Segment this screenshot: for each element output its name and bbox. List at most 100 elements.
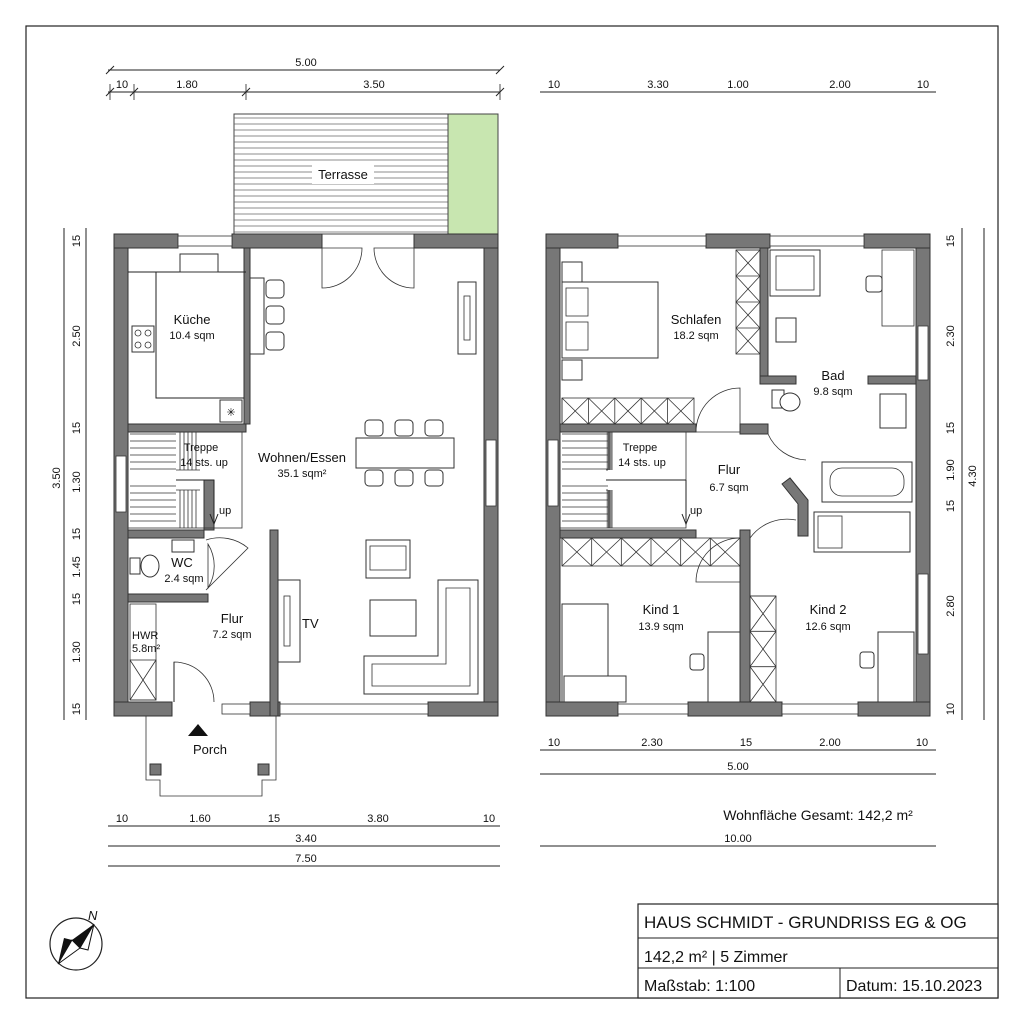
stair-up-label-og: up (690, 505, 702, 517)
svg-text:15: 15 (945, 422, 957, 434)
title-block-scale: Maßstab: 1:100 (644, 978, 755, 995)
svg-text:1.90: 1.90 (945, 459, 957, 480)
tv-label: TV (302, 616, 319, 631)
svg-text:1.00: 1.00 (727, 79, 748, 91)
svg-text:1.60: 1.60 (189, 813, 210, 825)
room-area-kueche: 10.4 sqm (169, 330, 214, 342)
svg-text:15: 15 (945, 235, 957, 247)
porch: Porch (145, 716, 277, 797)
room-name-treppe-og: Treppe (623, 442, 657, 454)
living-furniture: TV (277, 281, 479, 695)
svg-text:15: 15 (945, 500, 957, 512)
entry-door (173, 661, 215, 703)
svg-text:2.80: 2.80 (945, 595, 957, 616)
svg-text:4.30: 4.30 (967, 465, 979, 486)
room-name-wc: WC (171, 555, 193, 570)
room-area-treppe-eg: 14 sts. up (180, 457, 228, 469)
svg-text:10: 10 (945, 703, 957, 715)
title-block-summary: 142,2 m² | 5 Zimmer (644, 949, 788, 966)
svg-text:1.80: 1.80 (176, 79, 197, 91)
svg-text:1.30: 1.30 (71, 641, 83, 662)
room-name-bad: Bad (821, 368, 844, 383)
room-area-kind1: 13.9 sqm (638, 621, 683, 633)
bath-fixtures (767, 249, 915, 503)
room-area-flur-og: 6.7 sqm (709, 482, 748, 494)
svg-text:3.40: 3.40 (295, 833, 316, 845)
svg-text:2.30: 2.30 (945, 325, 957, 346)
svg-text:15: 15 (71, 528, 83, 540)
kid1-desk (707, 631, 741, 703)
svg-text:5.00: 5.00 (295, 57, 316, 69)
sofa (363, 579, 479, 695)
wc-fixtures (129, 537, 249, 591)
hwr-fixtures (129, 603, 157, 701)
sideboard (457, 281, 477, 355)
room-name-schlafen: Schlafen (671, 312, 722, 327)
sheet-frame (25, 25, 999, 999)
svg-text:10: 10 (483, 813, 495, 825)
room-name-kind1: Kind 1 (643, 602, 680, 617)
wc-sink-icon (171, 539, 195, 553)
porch-label: Porch (193, 742, 227, 757)
title-block: HAUS SCHMIDT - GRUNDRISS EG & OG 142,2 m… (637, 903, 999, 999)
toilet-icon (779, 392, 801, 412)
svg-text:1.45: 1.45 (71, 556, 83, 577)
room-name-flur-og: Flur (718, 462, 741, 477)
north-arrow-icon: N (49, 908, 103, 971)
svg-text:10: 10 (548, 737, 560, 749)
svg-text:10: 10 (548, 79, 560, 91)
sink-icon (179, 253, 219, 273)
svg-text:15: 15 (71, 593, 83, 605)
tv-console (277, 579, 301, 663)
room-name-kind2: Kind 2 (810, 602, 847, 617)
double-bed (561, 281, 659, 359)
svg-text:3.30: 3.30 (647, 79, 668, 91)
kid2-furniture (749, 511, 915, 703)
svg-text:1.30: 1.30 (71, 471, 83, 492)
room-name-hwr: HWR (132, 630, 158, 642)
room-area-bad: 9.8 sqm (813, 386, 852, 398)
room-name-kueche: Küche (174, 312, 211, 327)
svg-text:2.00: 2.00 (829, 79, 850, 91)
svg-text:5.00: 5.00 (727, 761, 748, 773)
svg-text:7.50: 7.50 (295, 853, 316, 865)
ground-floor-dimensions: 5.00 10 1.80 3.50 3.50 15 2.50 15 1.30 1… (51, 57, 505, 867)
room-area-wohnen: 35.1 sqm² (278, 468, 327, 480)
svg-text:3.80: 3.80 (367, 813, 388, 825)
lawn-area (447, 113, 499, 235)
terrace-door (321, 247, 415, 289)
room-area-kind2: 12.6 sqm (805, 621, 850, 633)
shower-icon (769, 249, 821, 297)
terrace: Terrasse (233, 113, 499, 235)
room-name-treppe-eg: Treppe (184, 442, 218, 454)
svg-text:10: 10 (916, 737, 928, 749)
ground-floor-plan: Terrasse (51, 57, 505, 867)
fridge-icon (219, 399, 243, 423)
svg-text:15: 15 (740, 737, 752, 749)
svg-text:3.50: 3.50 (51, 467, 63, 488)
svg-text:✳: ✳ (226, 407, 235, 419)
upper-floor-walls (545, 233, 931, 717)
svg-text:10: 10 (116, 79, 128, 91)
kid1-furniture (561, 537, 741, 703)
ground-floor-walls (113, 233, 499, 717)
svg-text:15: 15 (268, 813, 280, 825)
svg-text:15: 15 (71, 235, 83, 247)
room-name-flur-eg: Flur (221, 611, 244, 626)
room-area-treppe-og: 14 sts. up (618, 457, 666, 469)
north-label: N (88, 908, 98, 923)
dining-table (355, 437, 455, 469)
terrace-label: Terrasse (318, 167, 368, 182)
kid2-bed (813, 511, 911, 553)
stair-up-label-eg: up (219, 505, 231, 517)
svg-text:2.00: 2.00 (819, 737, 840, 749)
room-area-hwr: 5.8m² (132, 643, 160, 655)
bar-counter (249, 277, 265, 355)
upper-stair (559, 431, 691, 529)
room-area-flur-eg: 7.2 sqm (212, 629, 251, 641)
upper-floor-plan: Schlafen 18.2 sqm Bad 9.8 sqm Treppe 14 … (540, 79, 985, 847)
room-area-schlafen: 18.2 sqm (673, 330, 718, 342)
svg-text:2.50: 2.50 (71, 325, 83, 346)
svg-text:15: 15 (71, 422, 83, 434)
